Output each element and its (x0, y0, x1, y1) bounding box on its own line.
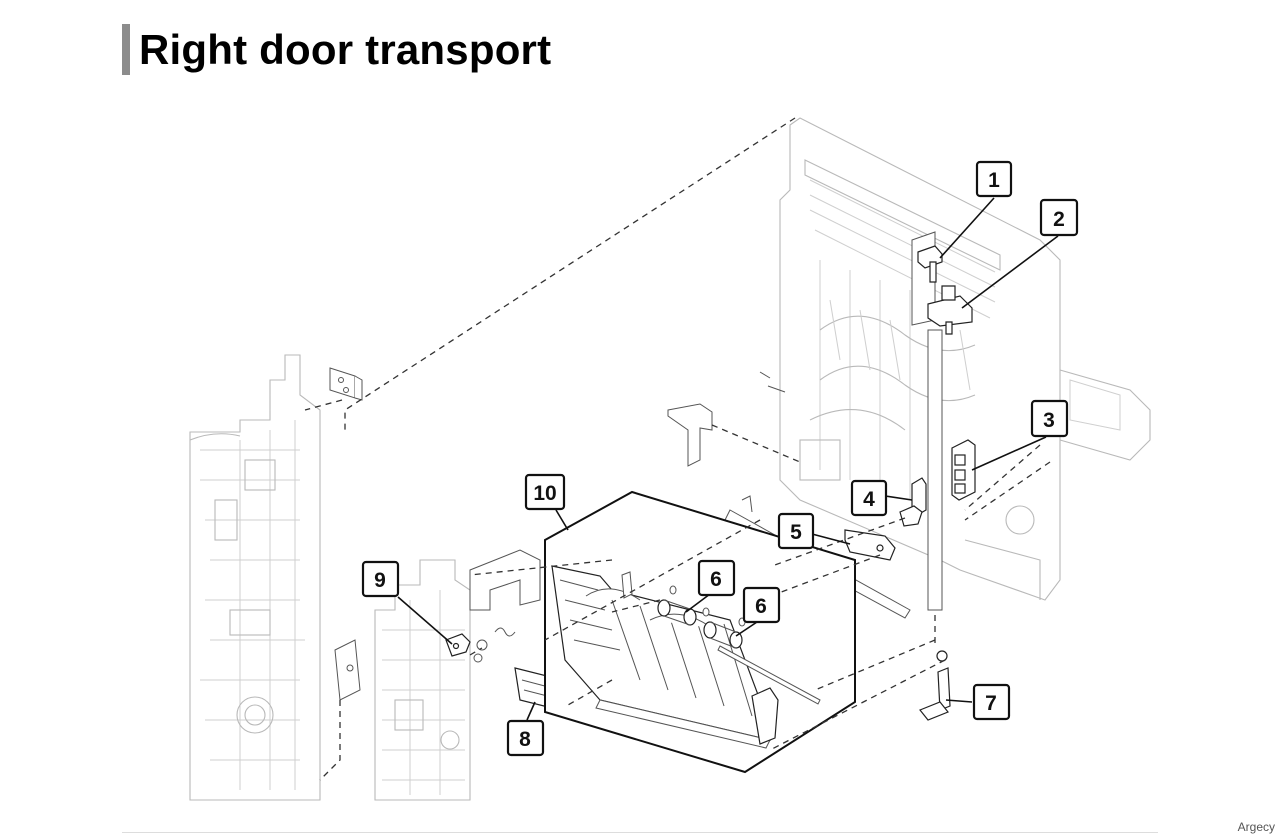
callout-10: 10 (524, 473, 566, 511)
svg-text:4: 4 (863, 488, 875, 511)
svg-text:1: 1 (988, 169, 1000, 192)
solenoid-bracket (667, 371, 786, 467)
callout-leader-lines (397, 197, 1059, 721)
callout-9: 9 (361, 560, 400, 598)
middle-frame-assembly (334, 549, 541, 801)
svg-text:6: 6 (710, 568, 722, 591)
title-accent-bar (122, 24, 130, 75)
part-10-transport-assembly (544, 490, 856, 774)
part-9-actuator (445, 633, 471, 657)
left-frame-assembly (189, 354, 363, 801)
part-5-guide-bracket (844, 529, 896, 561)
part-1-hinge-bracket (917, 245, 943, 283)
part-7-hinge-pin (919, 650, 951, 721)
svg-text:9: 9 (374, 569, 386, 592)
footer-divider (122, 832, 1158, 833)
svg-text:6: 6 (755, 595, 767, 618)
callout-8: 8 (506, 719, 545, 757)
svg-text:2: 2 (1053, 208, 1065, 231)
callout-5: 5 (777, 512, 815, 550)
watermark: Argecy (1237, 820, 1275, 834)
callout-7: 7 (972, 683, 1011, 721)
page-title: Right door transport (139, 25, 552, 73)
svg-text:7: 7 (985, 692, 997, 715)
part-2-door-latch (927, 285, 973, 335)
assembly-dashed-lines (304, 117, 1051, 781)
part-3-sensor-block (951, 439, 976, 501)
callout-2: 2 (1039, 198, 1079, 237)
part-6-rollers-right (702, 607, 746, 649)
svg-text:10: 10 (533, 482, 556, 505)
svg-text:3: 3 (1043, 409, 1055, 432)
part-6-rollers-left (657, 585, 697, 626)
page-header: Right door transport (122, 24, 551, 75)
svg-text:8: 8 (519, 728, 531, 751)
callout-6a: 6 (697, 559, 736, 597)
svg-text:5: 5 (790, 521, 802, 544)
callout-3: 3 (1030, 399, 1069, 438)
callout-1: 1 (975, 160, 1013, 198)
part-4-bracket (899, 477, 927, 527)
right-door-assembly (779, 117, 1151, 611)
callout-4: 4 (850, 479, 888, 517)
callout-6b: 6 (742, 586, 781, 624)
